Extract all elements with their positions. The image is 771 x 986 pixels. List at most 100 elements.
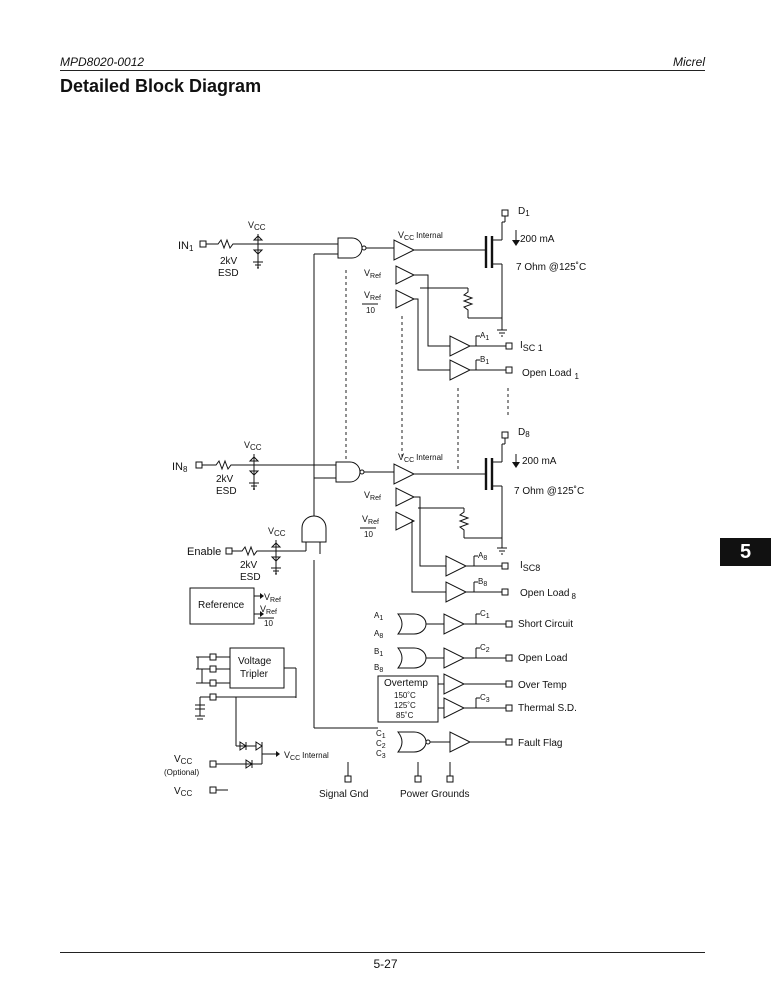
gate-driver-1: [393, 239, 416, 261]
gate-driver-8: [393, 463, 416, 485]
esd-label-8: ESD: [216, 486, 237, 497]
thermal-sd-label: Thermal S.D.: [518, 703, 577, 714]
rds-on-1: 7 Ohm @125˚C: [516, 261, 586, 273]
in1-pin: [199, 240, 207, 248]
vref-div-label-8: VRef: [362, 514, 379, 526]
isc1-label: ISC 1: [520, 340, 543, 353]
d8-pin: [501, 431, 509, 439]
over-temp-pin: [505, 680, 513, 688]
overtemp-85: 85˚C: [396, 711, 414, 720]
nand-gate-8: [335, 461, 361, 483]
or-ol-in-b1: B1: [374, 647, 383, 658]
open-load-label: Open Load: [518, 653, 568, 664]
or-ff-in-c3: C3: [376, 749, 386, 760]
cap-pin-2: [209, 665, 217, 673]
comparator-a1: [395, 265, 416, 285]
buffer-isc1: [449, 335, 472, 357]
or-gate-fault-flag: [396, 731, 427, 753]
signal-gnd-label: Signal Gnd: [319, 789, 368, 800]
voltage-tripler-label-2: Tripler: [240, 669, 269, 680]
header-rule: [60, 70, 705, 71]
cap-pin-4: [209, 693, 217, 701]
fault-flag-pin: [505, 738, 513, 746]
current-limit-1: 200 mA: [520, 234, 555, 245]
or-sc-in-a1: A1: [374, 611, 383, 622]
esd-rating-1: 2kV: [220, 256, 238, 267]
document-number: MPD8020-0012: [60, 55, 145, 69]
esd-label-enable: ESD: [240, 572, 261, 583]
vcc-supply-label: VCC: [174, 786, 192, 798]
power-gnd-pin-1: [414, 775, 422, 783]
reference-block: [189, 587, 255, 625]
c1-tap: C1: [480, 609, 490, 620]
over-temp-label: Over Temp: [518, 680, 567, 691]
buffer-over-temp: [443, 673, 466, 695]
thermal-sd-pin: [505, 704, 513, 712]
d1-pin: [501, 209, 509, 217]
enable-label: Enable: [187, 546, 221, 558]
enable-and-gate: [301, 515, 327, 543]
power-grounds-label: Power Grounds: [400, 789, 469, 800]
reference-vref-div-out: VRef: [260, 604, 277, 616]
d1-label: D1: [518, 206, 530, 218]
nand-gate-1: [337, 237, 363, 259]
b1-tap: B1: [480, 355, 489, 366]
a8-tap: A8: [478, 551, 487, 562]
in1-label: IN1: [178, 240, 194, 253]
page-number: 5-27: [373, 957, 398, 971]
vref-div-8: 10: [364, 530, 373, 539]
isc8-pin: [501, 562, 509, 570]
esd-rating-8: 2kV: [216, 474, 234, 485]
vcc-label-enable: VCC: [268, 526, 286, 538]
rds-on-8: 7 Ohm @125˚C: [514, 485, 584, 497]
reference-div-label: 10: [264, 619, 273, 628]
vcc-prime-pin: [209, 760, 217, 768]
or-ol-in-b8: B8: [374, 663, 383, 674]
vcc-supply-pin: [209, 786, 217, 794]
buffer-fault-flag: [449, 731, 472, 753]
open-load-pin: [505, 654, 513, 662]
vref-label-1: VRef: [364, 268, 381, 280]
d8-label: D8: [518, 427, 530, 439]
or-gate-short-circuit: [396, 613, 427, 635]
fault-flag-label: Fault Flag: [518, 738, 562, 749]
isc1-pin: [505, 342, 513, 350]
overtemp-label: Overtemp: [384, 678, 428, 689]
or-sc-in-a8: A8: [374, 629, 383, 640]
vcc-prime-optional: (Optional): [164, 768, 199, 777]
comparator-b8: [395, 511, 416, 531]
vref-label-8: VRef: [364, 490, 381, 502]
section-tab: 5: [720, 538, 771, 566]
buffer-isc8: [445, 555, 468, 577]
in8-label: IN8: [172, 461, 188, 474]
vcc-label-1: VCC: [248, 220, 266, 232]
vcc-prime-label: VCC: [174, 754, 192, 766]
or-gate-open-load: [396, 647, 427, 669]
cap-pin-3: [209, 679, 217, 687]
c2-tap: C2: [480, 643, 490, 654]
short-circuit-label: Short Circuit: [518, 619, 573, 630]
current-limit-8: 200 mA: [522, 456, 557, 467]
buffer-open-load: [443, 647, 466, 669]
buffer-short-circuit: [443, 613, 466, 635]
overtemp-125: 125˚C: [394, 701, 416, 710]
buffer-thermal-sd: [443, 697, 466, 719]
cap-pin-1: [209, 653, 217, 661]
or-ff-in-c2: C2: [376, 739, 386, 750]
or-ff-in-c1: C1: [376, 729, 386, 740]
signal-gnd-pin: [344, 775, 352, 783]
esd-label-1: ESD: [218, 268, 239, 279]
comparator-b1: [395, 289, 416, 309]
power-gnd-pin-2: [446, 775, 454, 783]
vref-div-label-1: VRef: [364, 290, 381, 302]
vcc-label-8: VCC: [244, 440, 262, 452]
short-circuit-pin: [505, 620, 513, 628]
enable-pin: [225, 547, 233, 555]
buffer-openload1: [449, 359, 472, 381]
openload1-pin: [505, 366, 513, 374]
